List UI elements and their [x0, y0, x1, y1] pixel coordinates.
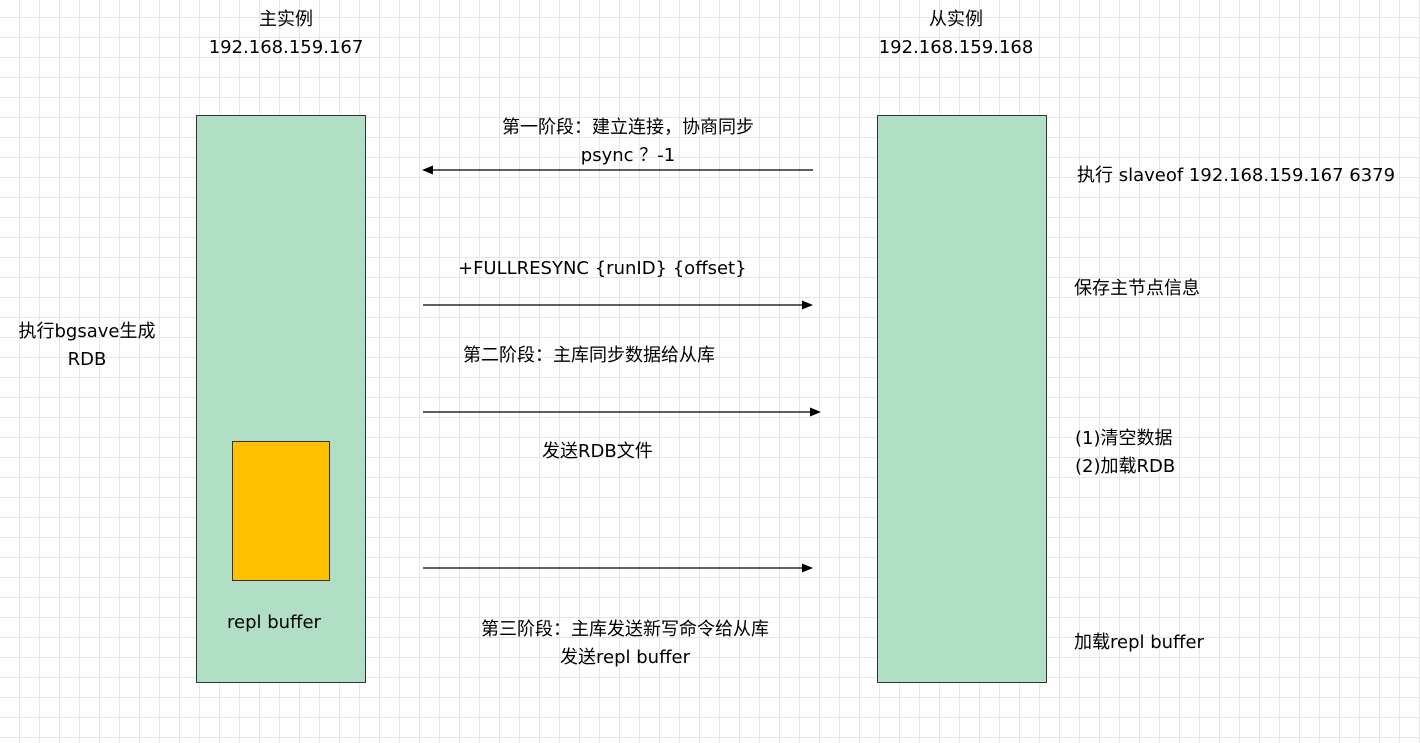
- send-rdb-label: 发送RDB文件: [542, 441, 653, 462]
- send-buffer-arrowhead: [802, 563, 813, 573]
- fullresync-arrowhead: [802, 300, 813, 310]
- phase1-title: 第一阶段：建立连接，协商同步: [502, 117, 754, 138]
- slave-ip: 192.168.159.168: [878, 37, 1034, 58]
- slave-instance-box: [877, 115, 1047, 683]
- save-master-step: 保存主节点信息: [1074, 278, 1200, 299]
- slave-title: 从实例: [929, 9, 983, 30]
- send-buffer-label: 发送repl buffer: [560, 647, 690, 668]
- slaveof-step: 执行 slaveof 192.168.159.167 6379: [1077, 165, 1396, 186]
- bgsave-note-line1: 执行bgsave生成: [18, 321, 156, 342]
- repl-buffer-label: repl buffer: [227, 612, 321, 633]
- bgsave-note-line2: RDB: [67, 349, 107, 370]
- phase3-title: 第三阶段：主库发送新写命令给从库: [481, 619, 769, 640]
- load-buffer-step: 加载repl buffer: [1074, 632, 1204, 653]
- psync-arrowhead: [422, 165, 433, 175]
- fullresync-label: +FULLRESYNC {runID} {offset}: [458, 258, 747, 279]
- clear-data-step: (1)清空数据: [1075, 428, 1173, 449]
- psync-label: psync ？-1: [580, 145, 676, 166]
- master-title: 主实例: [259, 9, 313, 30]
- load-rdb-step: (2)加载RDB: [1075, 456, 1176, 477]
- phase2-title: 第二阶段：主库同步数据给从库: [463, 345, 715, 366]
- master-instance-box: [196, 115, 366, 683]
- send-rdb-arrowhead: [810, 407, 821, 417]
- master-ip: 192.168.159.167: [208, 37, 364, 58]
- repl-buffer-box: [232, 441, 330, 581]
